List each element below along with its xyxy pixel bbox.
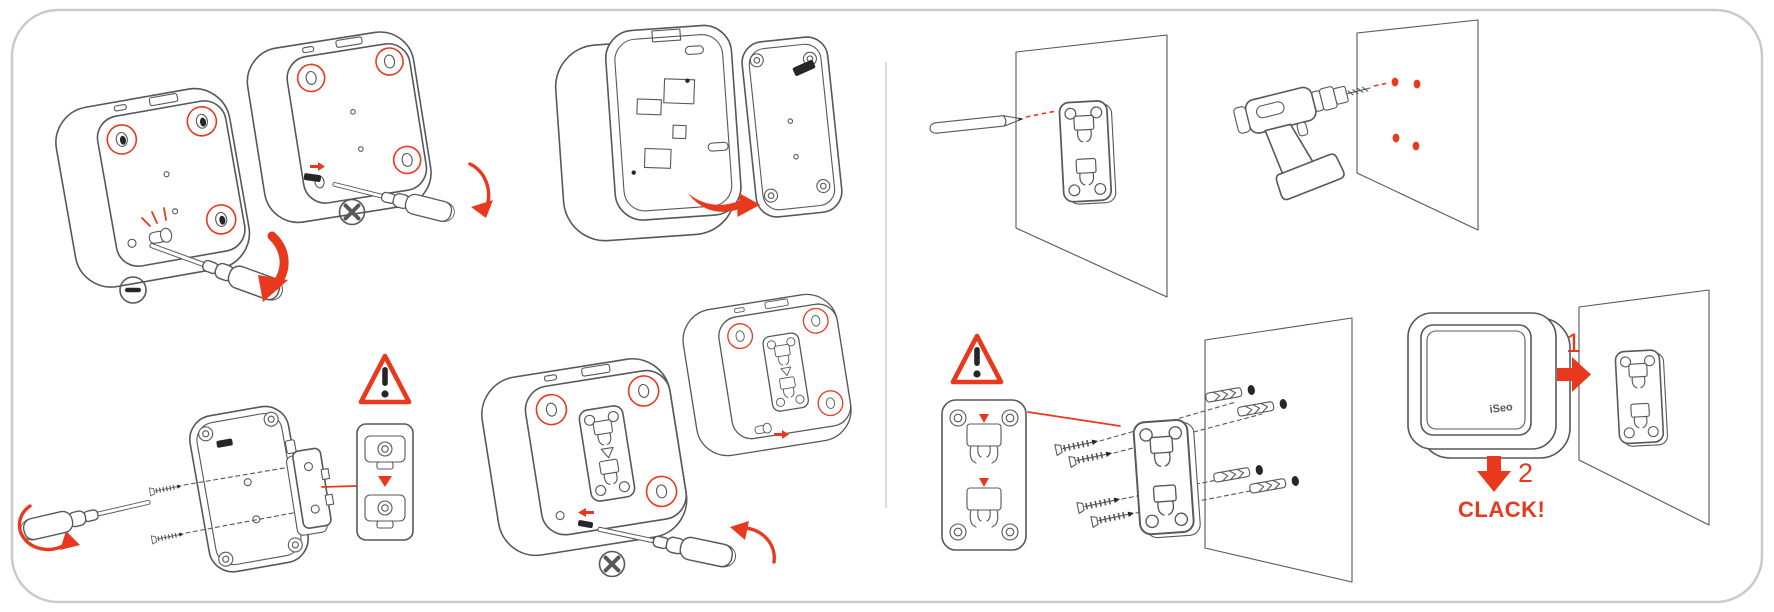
corner-screw-marker xyxy=(627,375,660,407)
remove-swoosh-arrow-icon xyxy=(688,193,761,218)
orientation-marker xyxy=(979,414,989,423)
drill-dashed-line xyxy=(1373,82,1389,87)
corner-screw-marker xyxy=(817,390,844,417)
screw-icon xyxy=(149,482,182,496)
corner-screw-marker xyxy=(535,393,568,426)
corner-screw-marker xyxy=(375,47,404,76)
adapter-plate xyxy=(286,447,335,536)
direction-arrow-icon xyxy=(310,162,325,171)
screw-icon xyxy=(1077,494,1121,514)
screw-icon xyxy=(1055,436,1099,456)
corner-screw-marker xyxy=(727,323,754,350)
pencil-icon xyxy=(928,113,1025,135)
step-9-hang-device: iSeo 1 2 CLACK! xyxy=(1407,289,1710,526)
step-5-reassemble-with-bracket xyxy=(481,293,852,578)
wall-bracket xyxy=(1132,418,1201,539)
screwdriver-icon xyxy=(17,490,154,543)
corner-screw-marker xyxy=(106,124,138,155)
device-back-with-bracket xyxy=(682,293,852,457)
step-2-unscrew-cover xyxy=(246,31,493,226)
drill-hole-mark xyxy=(1412,141,1420,151)
step-4-attach-adapter xyxy=(17,356,414,573)
rotation-arrow-icon xyxy=(17,504,80,552)
screw-icon xyxy=(1091,508,1135,528)
alignment-dashed-lines xyxy=(183,465,299,534)
orientation-marker xyxy=(979,478,989,487)
drill-hole-mark xyxy=(1413,79,1421,89)
step-number-label: 2 xyxy=(1518,458,1533,488)
drill-hole-mark xyxy=(1391,77,1399,87)
screw-icon xyxy=(151,530,184,544)
step-3-remove-cover xyxy=(554,24,843,242)
down-arrow-icon xyxy=(1477,456,1511,492)
step-number-label: 1 xyxy=(1566,328,1581,358)
detail-leader-line xyxy=(321,485,357,488)
slot-screw-symbol-icon xyxy=(119,276,147,304)
adapter-orientation-detail xyxy=(356,423,414,541)
corner-screw-marker xyxy=(296,63,326,93)
device-front: iSeo xyxy=(1407,312,1571,459)
corner-screw-marker xyxy=(392,145,422,175)
wall xyxy=(1356,19,1479,231)
screw-icon xyxy=(1069,448,1113,468)
device-back xyxy=(55,87,251,288)
direction-arrow-icon xyxy=(774,430,789,439)
wall-bracket xyxy=(1058,99,1117,205)
marking-dashed-line xyxy=(1025,110,1057,118)
step-7-drill-holes xyxy=(1231,19,1479,231)
corner-screw-marker xyxy=(802,307,829,334)
rotate-down-arrow-icon xyxy=(258,231,289,302)
corner-screw-marker xyxy=(186,105,218,137)
step-6-mark-holes xyxy=(928,34,1168,298)
hang-arrow-icon xyxy=(1557,357,1591,392)
direction-arrow-icon xyxy=(578,508,594,517)
warning-icon xyxy=(361,356,409,402)
drill-hole-mark xyxy=(1392,133,1400,143)
phillips-screw-symbol-icon xyxy=(338,198,366,226)
mounted-bracket xyxy=(577,403,637,504)
step-8-screw-bracket-to-wall xyxy=(941,317,1353,583)
device-back xyxy=(246,31,432,224)
screw xyxy=(303,173,322,182)
mounted-bracket xyxy=(761,331,811,413)
page-frame xyxy=(10,8,1764,604)
device-back-with-bracket xyxy=(481,358,688,557)
detail-leader-line xyxy=(1027,411,1121,427)
step-1-pry-open-cover xyxy=(55,87,289,305)
phillips-screw-symbol-icon xyxy=(598,550,626,578)
rotation-arrow-icon xyxy=(730,521,776,564)
back-cover-plate xyxy=(741,36,843,218)
wall-bracket xyxy=(1614,348,1668,447)
rotation-arrow-icon xyxy=(468,162,493,218)
warning-icon xyxy=(953,336,1001,382)
corner-screw-marker xyxy=(205,204,237,235)
impact-burst-icon xyxy=(141,207,167,227)
corner-screw-marker xyxy=(645,475,678,508)
device-logo: iSeo xyxy=(1489,401,1514,416)
clack-label: CLACK! xyxy=(1458,497,1545,522)
device-case-open xyxy=(554,24,742,242)
wall xyxy=(1204,317,1353,583)
screw xyxy=(577,520,594,529)
